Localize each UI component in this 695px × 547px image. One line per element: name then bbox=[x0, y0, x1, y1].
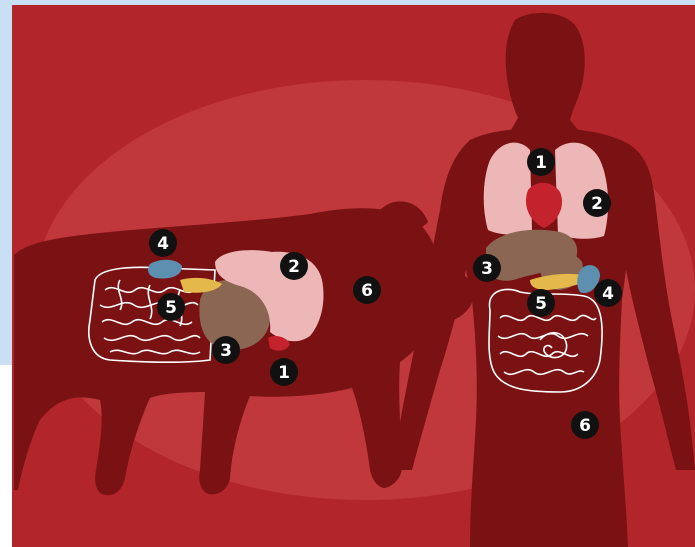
human-marker-1: 1 bbox=[527, 148, 555, 176]
pig-marker-3: 3 bbox=[212, 336, 240, 364]
pig-marker-1: 1 bbox=[270, 358, 298, 386]
pig-marker-5-label: 5 bbox=[165, 298, 177, 318]
pig-marker-4-label: 4 bbox=[157, 234, 169, 254]
human-marker-6: 6 bbox=[571, 411, 599, 439]
human-marker-6-label: 6 bbox=[579, 416, 591, 436]
human-marker-1-label: 1 bbox=[535, 153, 547, 173]
pig-marker-3-label: 3 bbox=[220, 341, 232, 361]
pig-marker-2: 2 bbox=[280, 252, 308, 280]
pig-marker-6-label: 6 bbox=[361, 281, 373, 301]
pig-marker-4: 4 bbox=[149, 229, 177, 257]
human-marker-3-label: 3 bbox=[481, 259, 493, 279]
human-marker-2: 2 bbox=[583, 189, 611, 217]
pig-marker-2-label: 2 bbox=[288, 257, 300, 277]
human-marker-3: 3 bbox=[473, 254, 501, 282]
pig-marker-1-label: 1 bbox=[278, 363, 290, 383]
human-marker-5: 5 bbox=[527, 289, 555, 317]
human-marker-5-label: 5 bbox=[535, 294, 547, 314]
white-corner bbox=[0, 365, 12, 547]
pig-marker-5: 5 bbox=[157, 293, 185, 321]
pig-marker-6: 6 bbox=[353, 276, 381, 304]
human-marker-4: 4 bbox=[594, 279, 622, 307]
human-marker-4-label: 4 bbox=[602, 284, 614, 304]
human-marker-2-label: 2 bbox=[591, 194, 603, 214]
